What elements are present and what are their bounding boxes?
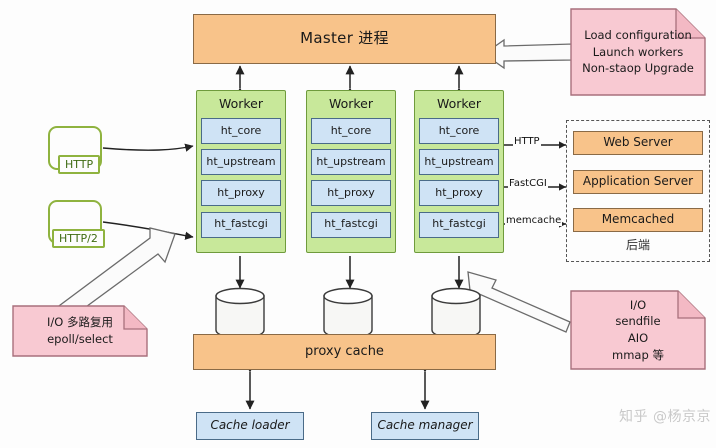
connector-label-http: HTTP	[513, 136, 541, 147]
note-line-4: mmap 等	[612, 347, 664, 362]
cache-loader-box[interactable]: Cache loader	[196, 412, 304, 440]
master-process-label: Master 进程	[300, 29, 389, 48]
connector-label-fastcgi: FastCGI	[508, 178, 548, 189]
cache-store-3[interactable]	[428, 285, 484, 341]
module-ht-core[interactable]: ht_core	[419, 117, 499, 144]
cache-manager-box[interactable]: Cache manager	[371, 412, 479, 440]
backend-application-server[interactable]: Application Server	[573, 170, 703, 194]
note-line-2: sendfile	[615, 314, 661, 329]
note-master-responsibilities: Load configuration Launch workers Non-st…	[570, 8, 706, 96]
worker-process-1[interactable]: Worker ht_core ht_upstream ht_proxy ht_f…	[196, 90, 286, 253]
master-process-box[interactable]: Master 进程	[193, 14, 496, 64]
proxy-cache-bar[interactable]: proxy cache	[193, 334, 496, 370]
module-ht-proxy[interactable]: ht_proxy	[419, 180, 499, 207]
note-line-1: I/O	[629, 297, 647, 312]
watermark: 知乎 @杨京京	[619, 409, 711, 425]
cache-store-1[interactable]	[212, 285, 268, 341]
note-line-3: AIO	[627, 331, 649, 345]
client-http2-label: HTTP/2	[52, 229, 105, 248]
module-ht-core[interactable]: ht_core	[201, 117, 281, 144]
worker-process-3[interactable]: Worker ht_core ht_upstream ht_proxy ht_f…	[414, 90, 504, 253]
module-ht-upstream[interactable]: ht_upstream	[419, 149, 499, 176]
worker-title: Worker	[436, 96, 482, 111]
backend-group-caption: 后端	[625, 238, 650, 252]
note-line-2: Launch workers	[592, 44, 684, 59]
client-http-label: HTTP	[58, 155, 101, 174]
module-ht-core[interactable]: ht_core	[311, 117, 391, 144]
worker-process-2[interactable]: Worker ht_core ht_upstream ht_proxy ht_f…	[306, 90, 396, 253]
module-ht-fastcgi[interactable]: ht_fastcgi	[419, 211, 499, 238]
backend-web-server[interactable]: Web Server	[573, 131, 703, 155]
module-ht-proxy[interactable]: ht_proxy	[311, 180, 391, 207]
note-io-multiplexing: I/O 多路复用 epoll/select	[12, 305, 148, 357]
note-io-methods: I/O sendfile AIO mmap 等	[570, 290, 706, 370]
note-line-3: Non-staop Upgrade	[582, 61, 694, 76]
backend-memcached[interactable]: Memcached	[573, 208, 703, 232]
worker-title: Worker	[328, 96, 374, 111]
module-ht-proxy[interactable]: ht_proxy	[201, 180, 281, 207]
module-ht-upstream[interactable]: ht_upstream	[311, 149, 391, 176]
module-ht-upstream[interactable]: ht_upstream	[201, 149, 281, 176]
note-line-1: I/O 多路复用	[47, 315, 113, 330]
note-line-1: Load configuration	[584, 27, 692, 42]
module-ht-fastcgi[interactable]: ht_fastcgi	[201, 211, 281, 238]
module-ht-fastcgi[interactable]: ht_fastcgi	[311, 211, 391, 238]
note-line-2: epoll/select	[47, 332, 113, 346]
cache-store-2[interactable]	[320, 285, 376, 341]
worker-title: Worker	[218, 96, 264, 111]
proxy-cache-label: proxy cache	[305, 343, 384, 359]
connector-label-memcache: memcache	[505, 215, 563, 226]
